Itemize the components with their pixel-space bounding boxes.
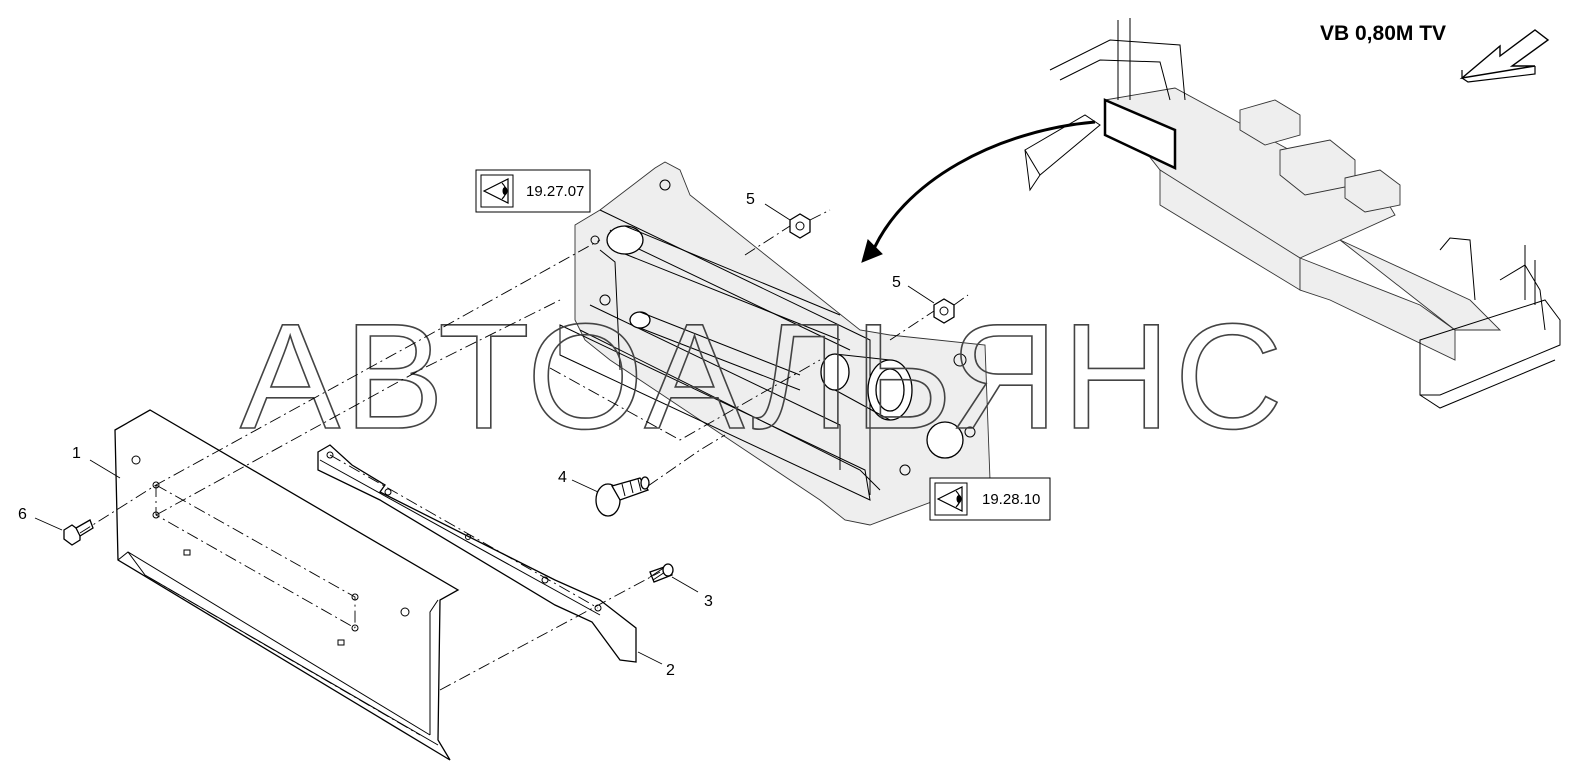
part-4-bolt — [595, 476, 650, 517]
label-part-2: 2 — [666, 662, 675, 679]
watermark: АВТОАЛЬЯНС — [240, 292, 1287, 460]
reference-box-19-27-07[interactable]: 19.27.07 — [475, 169, 591, 213]
label-part-5-upper: 5 — [746, 191, 755, 208]
main-frame — [559, 161, 991, 526]
eye-icon — [934, 482, 968, 516]
leader-lines — [34, 203, 935, 665]
assembly-lines — [79, 209, 969, 691]
part-6-hex-screw — [63, 519, 94, 546]
part-5-nut-lower — [933, 298, 955, 324]
part-1-cover-plate — [114, 409, 460, 761]
reference-code: 19.28.10 — [982, 491, 1040, 508]
view-direction-arrow-icon — [1459, 29, 1550, 83]
label-part-3: 3 — [704, 593, 713, 610]
label-part-5-lower: 5 — [892, 274, 901, 291]
view-title: VB 0,80M TV — [1320, 22, 1446, 45]
eye-icon — [480, 174, 514, 208]
part-2-strip — [317, 444, 637, 663]
label-part-1: 1 — [72, 445, 81, 462]
label-part-4: 4 — [558, 469, 567, 486]
reference-code: 19.27.07 — [526, 183, 584, 200]
part-5-nut-upper — [789, 213, 811, 239]
overview-assembly — [861, 18, 1561, 409]
reference-box-19-28-10[interactable]: 19.28.10 — [929, 477, 1051, 521]
label-part-6: 6 — [18, 506, 27, 523]
part-3-screw — [649, 563, 674, 583]
